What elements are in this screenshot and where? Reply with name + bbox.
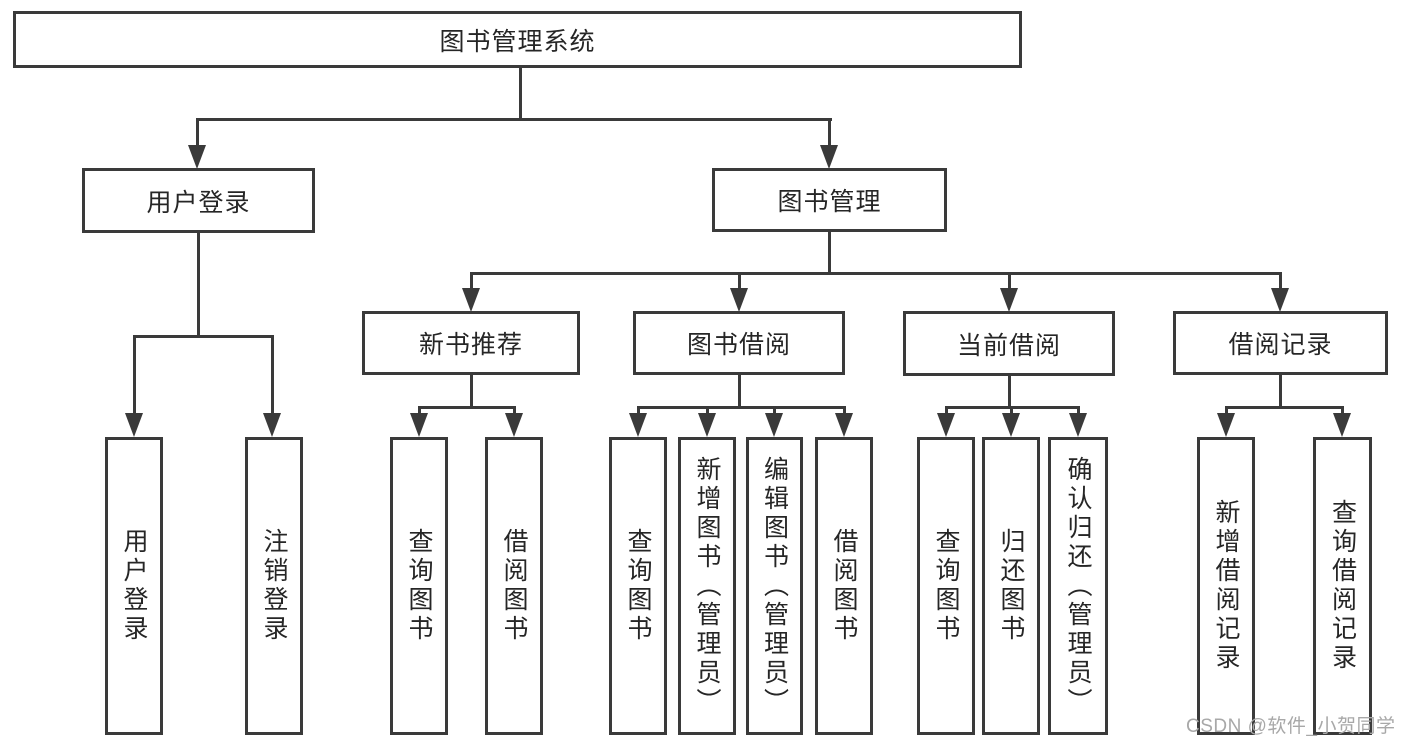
- node-query-borrow-record: 查询借阅记录: [1313, 437, 1372, 735]
- node-label: 查询图书: [932, 528, 960, 644]
- arrow-down-icon: [410, 413, 428, 437]
- connector-vline: [197, 233, 200, 337]
- arrow-down-icon: [462, 288, 480, 312]
- connector-vline: [470, 375, 473, 408]
- connector-vline: [470, 272, 473, 290]
- node-new-book-recommendation: 新书推荐: [362, 311, 580, 375]
- connector-vline: [133, 335, 136, 413]
- node-query-books-borrow: 查询图书: [609, 437, 667, 735]
- connector-vline: [1010, 406, 1013, 415]
- node-label: 确认归还（管理员）: [1064, 455, 1092, 717]
- arrow-down-icon: [698, 413, 716, 437]
- node-label: 借阅图书: [830, 528, 858, 644]
- node-book-management: 图书管理: [712, 168, 947, 232]
- node-label: 借阅图书: [500, 528, 528, 644]
- connector-hline: [196, 118, 832, 121]
- node-add-borrow-record: 新增借阅记录: [1197, 437, 1255, 735]
- connector-vline: [637, 406, 640, 415]
- connector-vline: [196, 118, 199, 148]
- connector-vline: [945, 406, 948, 415]
- arrow-down-icon: [1069, 413, 1087, 437]
- node-return-books: 归还图书: [982, 437, 1040, 735]
- node-label: 编辑图书（管理员）: [760, 455, 789, 717]
- connector-vline: [1008, 272, 1011, 290]
- node-current-borrowing: 当前借阅: [903, 311, 1115, 376]
- node-user-login: 用户登录: [82, 168, 315, 233]
- connector-hline: [418, 406, 516, 409]
- connector-vline: [738, 375, 741, 408]
- node-label: 新书推荐: [418, 331, 523, 359]
- connector-hline: [133, 335, 274, 338]
- node-query-books-current: 查询图书: [917, 437, 975, 735]
- node-confirm-return-admin: 确认归还（管理员）: [1048, 437, 1108, 735]
- connector-vline: [828, 118, 831, 148]
- connector-vline: [513, 406, 516, 415]
- node-label: 当前借阅: [956, 331, 1061, 360]
- watermark-text: CSDN @软件_小贺同学: [1186, 716, 1396, 737]
- connector-vline: [843, 406, 846, 415]
- connector-vline: [706, 406, 709, 415]
- arrow-down-icon: [765, 413, 783, 437]
- arrow-down-icon: [1217, 413, 1235, 437]
- arrow-down-icon: [1271, 288, 1289, 312]
- node-borrowing-records: 借阅记录: [1173, 311, 1388, 375]
- node-label: 查询图书: [405, 528, 433, 644]
- connector-vline: [1279, 272, 1282, 290]
- arrow-down-icon: [1333, 413, 1351, 437]
- node-user-login-leaf: 用户登录: [105, 437, 163, 735]
- node-label: 图书管理: [777, 188, 882, 216]
- connector-vline: [519, 66, 522, 120]
- arrow-down-icon: [629, 413, 647, 437]
- node-edit-book-admin: 编辑图书（管理员）: [746, 437, 803, 735]
- connector-vline: [773, 406, 776, 415]
- connector-vline: [1008, 375, 1011, 408]
- connector-hline: [637, 406, 846, 409]
- arrow-down-icon: [730, 288, 748, 312]
- node-label: 借阅记录: [1228, 331, 1333, 359]
- arrow-down-icon: [1000, 288, 1018, 312]
- connector-hline: [1225, 406, 1344, 409]
- connector-vline: [271, 335, 274, 413]
- arrow-down-icon: [937, 413, 955, 437]
- node-label: 注销登录: [260, 528, 288, 644]
- node-label: 查询图书: [624, 528, 652, 644]
- connector-vline: [1077, 406, 1080, 415]
- node-borrow-books: 借阅图书: [815, 437, 873, 735]
- node-label: 用户登录: [146, 188, 251, 217]
- arrow-down-icon: [263, 413, 281, 437]
- connector-hline: [470, 272, 1282, 275]
- node-label: 新增图书（管理员）: [693, 455, 721, 717]
- node-query-books-recommend: 查询图书: [390, 437, 448, 735]
- node-borrow-books-recommend: 借阅图书: [485, 437, 543, 735]
- node-label: 查询借阅记录: [1328, 499, 1357, 673]
- node-add-book-admin: 新增图书（管理员）: [678, 437, 736, 735]
- arrow-down-icon: [188, 145, 206, 169]
- node-logout: 注销登录: [245, 437, 303, 735]
- arrow-down-icon: [505, 413, 523, 437]
- arrow-down-icon: [835, 413, 853, 437]
- connector-vline: [828, 232, 831, 274]
- connector-vline: [1341, 406, 1344, 415]
- node-book-borrowing: 图书借阅: [633, 311, 845, 375]
- connector-vline: [418, 406, 421, 415]
- connector-vline: [1225, 406, 1228, 415]
- node-label: 图书管理系统: [439, 27, 596, 56]
- node-library-management-system: 图书管理系统: [13, 11, 1022, 68]
- connector-vline: [738, 272, 741, 290]
- arrow-down-icon: [820, 145, 838, 169]
- node-label: 归还图书: [997, 528, 1025, 644]
- node-label: 用户登录: [120, 528, 148, 644]
- arrow-down-icon: [125, 413, 143, 437]
- arrow-down-icon: [1002, 413, 1020, 437]
- connector-vline: [1279, 375, 1282, 408]
- node-label: 新增借阅记录: [1212, 499, 1240, 673]
- node-label: 图书借阅: [686, 331, 791, 359]
